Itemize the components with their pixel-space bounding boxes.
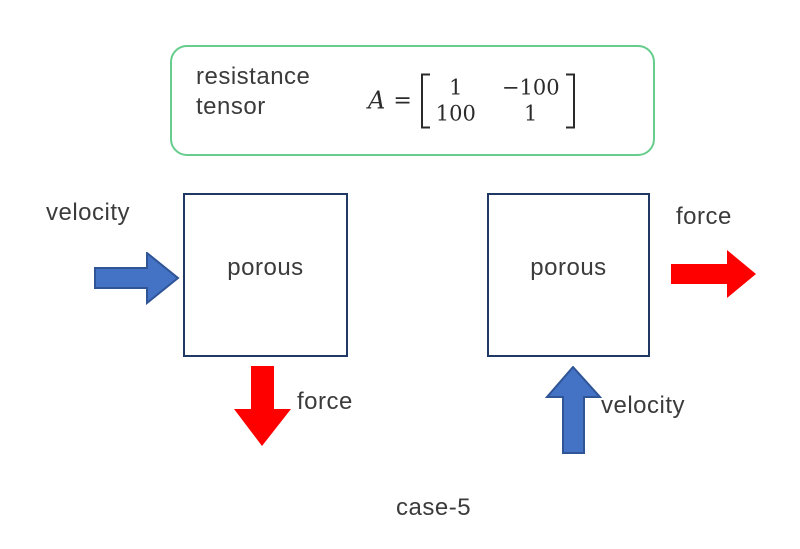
resistance-tensor-label: resistance tensor (196, 62, 310, 122)
matrix-values: 1 −100 100 1 (430, 73, 566, 128)
matrix-right-bracket (565, 73, 575, 128)
force-down-arrow-icon (234, 366, 291, 446)
caption: case-5 (396, 494, 472, 521)
right-force-label: force (676, 203, 732, 230)
resistance-tensor-label-line1: resistance (196, 63, 311, 90)
resistance-tensor-box: resistance tensor A = 1 −100 100 1 (170, 45, 655, 156)
force-right-arrow-icon (671, 250, 756, 298)
right-porous-label: porous (530, 254, 607, 281)
matrix-variable: A (368, 86, 386, 115)
matrix-cell-22: 1 (524, 101, 538, 125)
matrix-left-bracket (420, 73, 430, 128)
matrix-cell-11: 1 (449, 75, 463, 99)
left-velocity-label: velocity (46, 199, 131, 226)
left-porous-box: porous (183, 193, 348, 357)
velocity-right-arrow-icon (94, 252, 180, 305)
velocity-up-arrow-icon (545, 366, 602, 454)
equals-sign: = (393, 88, 412, 113)
right-porous-box: porous (487, 193, 650, 357)
resistance-tensor-label-line2: tensor (196, 93, 266, 120)
matrix-equation: A = 1 −100 100 1 (368, 73, 575, 128)
left-porous-label: porous (227, 254, 304, 281)
left-force-label: force (297, 388, 353, 415)
right-velocity-label: velocity (601, 392, 686, 419)
matrix-cell-21: 100 (435, 101, 476, 125)
matrix-cell-12: −100 (501, 75, 560, 99)
